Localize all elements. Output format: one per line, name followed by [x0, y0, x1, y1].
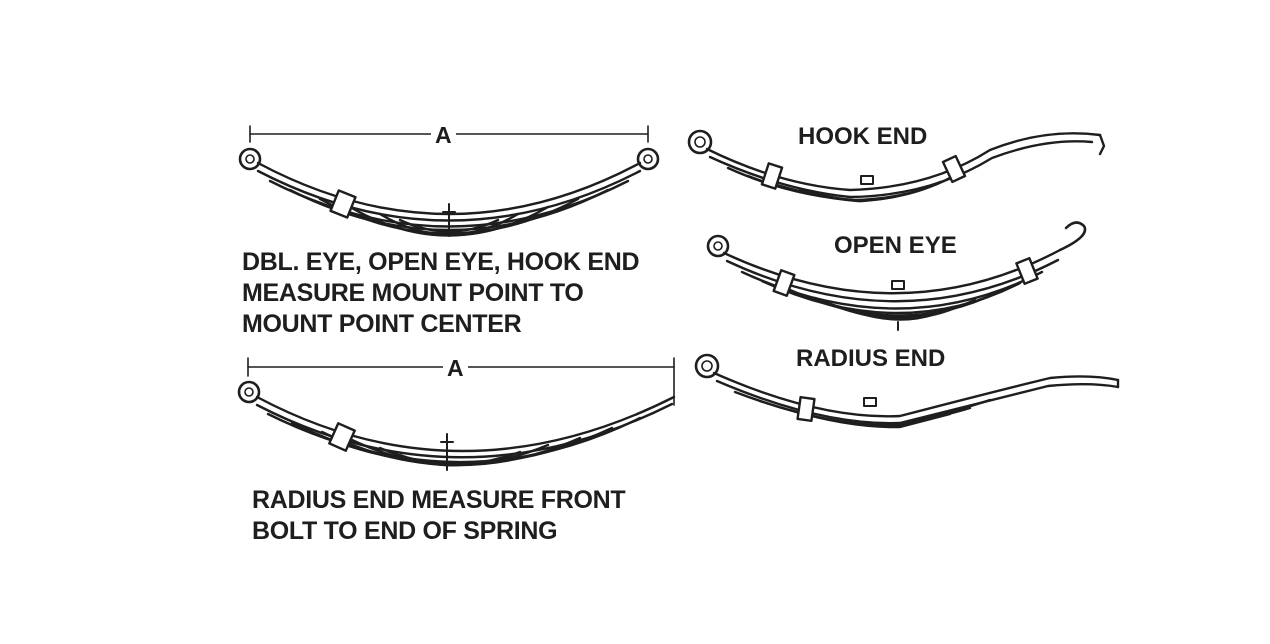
- hook-end-label: HOOK END: [798, 123, 928, 150]
- open-eye-label: OPEN EYE: [834, 232, 957, 259]
- measure-caption-bottom: RADIUS END MEASURE FRONT BOLT TO END OF …: [252, 485, 626, 547]
- radius-end-measure-spring-drawing: [237, 380, 676, 471]
- hook-end-spring-drawing: [687, 129, 1106, 203]
- caption-bottom-line-1: RADIUS END MEASURE FRONT: [252, 486, 626, 514]
- caption-bottom-line-2: BOLT TO END OF SPRING: [252, 517, 558, 545]
- radius-end-spring-drawing: [694, 353, 1120, 429]
- double-eye-spring-drawing: [238, 147, 660, 237]
- dimension-label-top: A: [431, 122, 456, 149]
- caption-top-line-1: DBL. EYE, OPEN EYE, HOOK END: [242, 248, 640, 276]
- caption-top-line-2: MEASURE MOUNT POINT TO: [242, 279, 584, 307]
- dimension-label-bottom: A: [443, 355, 468, 382]
- open-eye-spring-drawing: [706, 221, 1087, 331]
- radius-end-label: RADIUS END: [796, 345, 946, 372]
- measure-caption-top: DBL. EYE, OPEN EYE, HOOK END MEASURE MOU…: [242, 247, 640, 340]
- caption-top-line-3: MOUNT POINT CENTER: [242, 310, 522, 338]
